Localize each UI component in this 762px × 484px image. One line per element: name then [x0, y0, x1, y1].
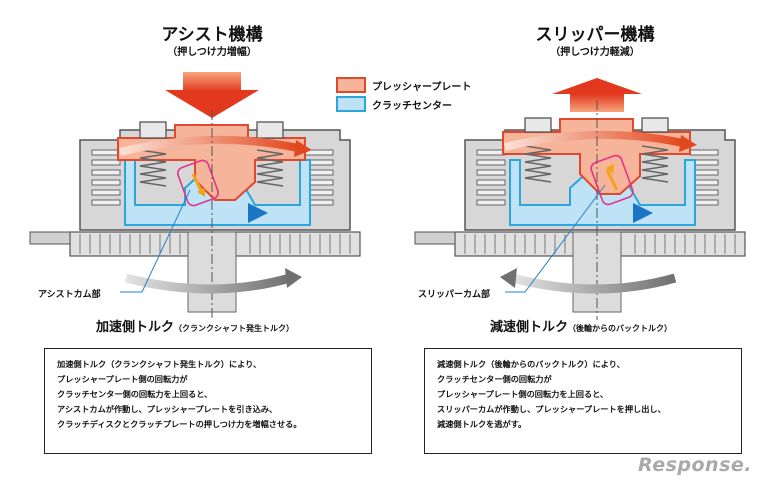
- right-subtitle: （押しつけ力軽減）: [550, 47, 640, 58]
- right-cam-label: スリッパーカム部: [418, 290, 491, 300]
- left-torque-sub: （クランクシャフト発生トルク）: [174, 324, 295, 333]
- right-title: スリッパー機構: [535, 25, 655, 45]
- right-description-box: 減速側トルク（後輪からのバックトルク）により、 クラッチセンター側の回転力が プ…: [424, 348, 742, 454]
- right-description-line: スリッパーカムが作動し、プレッシャープレートを押し出し、: [437, 404, 666, 414]
- left-description-line: 加速側トルク（クランクシャフト発生トルク）により、: [57, 359, 262, 369]
- left-subtitle: （押しつけ力増幅）: [167, 47, 257, 58]
- response-logo: Response.: [638, 454, 752, 476]
- right-description-line: 減速側トルクを逃がす。: [437, 419, 527, 429]
- right-clutch-diagram: [414, 100, 746, 320]
- legend-label-pressure-plate: プレッシャープレート: [372, 82, 472, 93]
- legend-label-clutch-center: クラッチセンター: [372, 101, 452, 112]
- left-description-line: プレッシャープレート側の回転力が: [57, 374, 188, 384]
- left-description-line: クラッチディスクとクラッチプレートの押しつけ力を増幅させる。: [57, 419, 302, 429]
- left-title: アシスト機構: [161, 25, 263, 45]
- right-torque-label: 減速側トルク（後輪からのバックトルク）: [490, 316, 672, 335]
- left-torque-main: 加速側トルク: [96, 320, 175, 335]
- right-description-line: 減速側トルク（後輪からのバックトルク）により、: [437, 359, 625, 369]
- left-description-line: アシストカムが作動し、プレッシャープレートを引き込み、: [57, 404, 278, 414]
- left-clutch-diagram: [29, 110, 361, 320]
- right-description-line: プレッシャープレート側の回転力を上回ると、: [437, 389, 609, 399]
- left-description-box: 加速側トルク（クランクシャフト発生トルク）により、 プレッシャープレート側の回転…: [44, 348, 372, 454]
- left-cam-label: アシストカム部: [38, 290, 101, 300]
- legend-swatch-clutch-center: [336, 96, 366, 112]
- right-description-line: クラッチセンター側の回転力が: [437, 374, 552, 384]
- left-torque-label: 加速側トルク（クランクシャフト発生トルク）: [96, 316, 294, 335]
- push-down-arrow: [165, 72, 259, 118]
- right-torque-main: 減速側トルク: [490, 320, 569, 335]
- left-description-line: クラッチセンター側の回転力を上回ると、: [57, 389, 213, 399]
- right-torque-sub: （後輪からのバックトルク）: [568, 324, 673, 333]
- legend-swatch-pressure-plate: [336, 77, 366, 93]
